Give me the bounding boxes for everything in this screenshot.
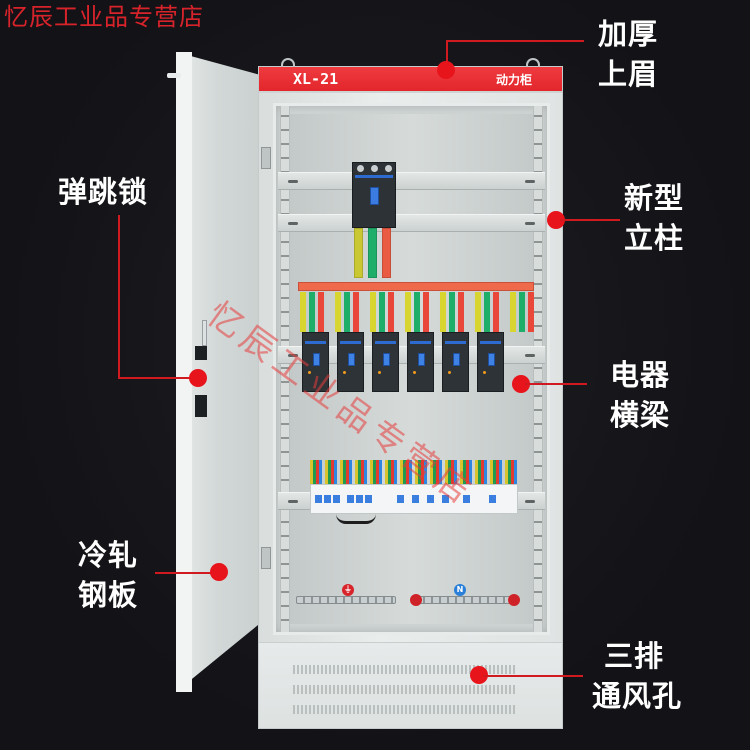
spring-lock-base: [195, 346, 207, 360]
vertical-post-left: [280, 106, 290, 632]
callout-line: [118, 377, 198, 379]
mcb-wires: [310, 460, 520, 486]
callout-dot-icon: [512, 375, 530, 393]
callout-spring-lock: 弹跳锁: [58, 175, 149, 209]
door-pin: [167, 73, 181, 78]
main-breaker: [352, 162, 396, 228]
n-tag-icon: N: [454, 584, 466, 596]
callout-dot-icon: [547, 211, 565, 229]
callout-line: [525, 383, 587, 385]
branch-busbars: [300, 292, 536, 332]
cabinet-body: XL-21 动力柜: [258, 58, 563, 729]
busbar-red: [382, 228, 391, 278]
branch-breaker-6: [477, 332, 504, 392]
mcb-row: [310, 484, 518, 514]
branch-breaker-2: [337, 332, 364, 392]
callout-steel: 冷轧 钢板: [78, 538, 139, 612]
mounting-rail: [278, 172, 545, 190]
callout-line: [446, 40, 448, 68]
busbar-yellow: [354, 228, 363, 278]
callout-line: [446, 40, 584, 42]
model-label: XL-21: [293, 70, 339, 88]
callout-line: [560, 219, 620, 221]
pe-ground-bar: [296, 596, 396, 604]
lifting-ring-icon: [281, 58, 295, 70]
branch-breaker-5: [442, 332, 469, 392]
vent-row-3: [293, 705, 516, 714]
insulator-icon: [508, 594, 520, 606]
spring-lock-handle-icon: [202, 320, 207, 346]
cabinet-base: [259, 642, 562, 728]
callout-top-brow: 加厚 上眉: [598, 17, 659, 91]
lifting-ring-icon: [526, 58, 540, 70]
vent-row-1: [293, 665, 516, 674]
door-edge: [176, 52, 192, 692]
branch-breaker-1: [302, 332, 329, 392]
hinge-icon: [261, 547, 271, 569]
mounting-rail: [278, 214, 545, 232]
busbar-green: [368, 228, 377, 278]
insulator-icon: [410, 594, 422, 606]
vertical-post-right: [533, 106, 543, 632]
pe-tag-icon: ⏚: [342, 584, 354, 596]
callout-beam: 电器 横梁: [610, 358, 671, 432]
hinge-icon: [261, 147, 271, 169]
callout-dot-icon: [470, 666, 488, 684]
callout-dot-icon: [437, 61, 455, 79]
callout-new-post: 新型 立柱: [624, 181, 685, 255]
callout-line: [155, 572, 215, 574]
cabinet-type-label: 动力柜: [495, 73, 532, 87]
spring-lock-catch: [195, 395, 207, 417]
callout-line: [118, 215, 120, 379]
top-brow: XL-21 动力柜: [259, 67, 562, 93]
branch-breaker-3: [372, 332, 399, 392]
callout-vents: 三排 通风孔: [592, 639, 683, 713]
vent-row-2: [293, 685, 516, 694]
callout-dot-icon: [189, 369, 207, 387]
shop-title: 忆辰工业品专营店: [4, 3, 204, 31]
callout-line: [483, 675, 583, 677]
n-neutral-bar: [416, 596, 514, 604]
branch-breaker-4: [407, 332, 434, 392]
horizontal-busbar: [298, 282, 534, 291]
cabinet-interior: ⏚ N: [273, 103, 550, 635]
black-wires: [336, 514, 376, 524]
callout-dot-icon: [210, 563, 228, 581]
